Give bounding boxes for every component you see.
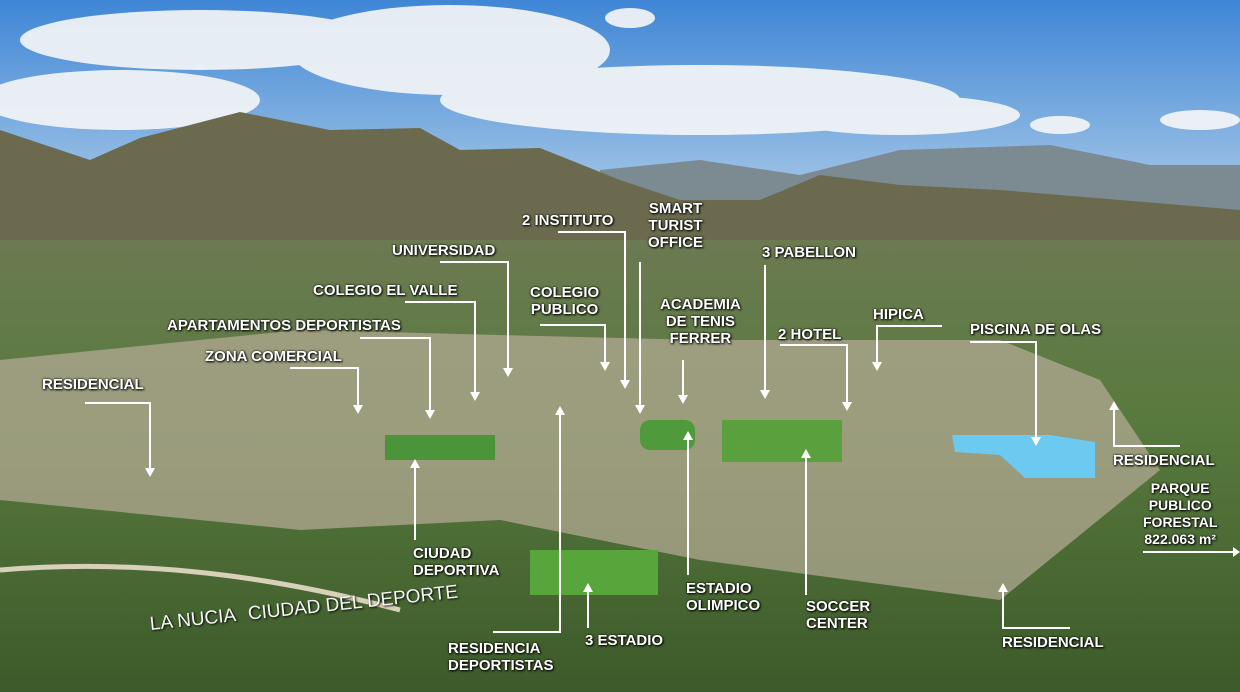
label-line: PUBLICO: [530, 301, 599, 318]
label-residencial-bottom: RESIDENCIAL: [1002, 634, 1104, 651]
label-line: CIUDAD: [413, 545, 472, 562]
label-residencial-left: RESIDENCIAL: [42, 376, 144, 393]
leader-colegio-publico: [540, 324, 606, 362]
leader-piscina: [970, 341, 1037, 437]
label-hipica: HIPICA: [873, 306, 924, 323]
leader-hipica: [876, 325, 942, 362]
clouds: [0, 5, 1240, 135]
label-universidad: UNIVERSIDAD: [392, 242, 496, 259]
leader-apartamentos: [360, 337, 431, 410]
label-2-hotel: 2 HOTEL: [778, 326, 842, 343]
label-line: PUBLICO: [1148, 497, 1212, 513]
label-zona-comercial: ZONA COMERCIAL: [205, 348, 342, 365]
label-3-estadio: 3 ESTADIO: [585, 632, 664, 649]
road: [0, 563, 401, 613]
arrowheads: [145, 362, 1240, 592]
label-area: 822.063 m²: [1144, 531, 1216, 547]
label-line: FORESTAL: [1143, 514, 1218, 530]
leader-colegio-valle: [405, 301, 476, 392]
label-line: DEPORTISTAS: [448, 657, 554, 674]
leader-residencial-left: [85, 402, 151, 468]
label-residencial-right: RESIDENCIAL: [1113, 452, 1215, 469]
label-apartamentos-deportistas: APARTAMENTOS DEPORTISTAS: [167, 317, 401, 334]
label-line: SMART: [648, 200, 703, 217]
leader-hotel: [780, 344, 848, 402]
label-line: RESIDENCIA: [448, 640, 541, 657]
label-colegio-el-valle: COLEGIO EL VALLE: [313, 282, 458, 299]
label-line: OLIMPICO: [686, 597, 761, 614]
wave-pool: [952, 435, 1095, 478]
label-line: COLEGIO: [530, 284, 600, 301]
stadium-olimpico: [640, 420, 695, 450]
stadium-3: [530, 550, 658, 595]
label-piscina-de-olas: PISCINA DE OLAS: [970, 321, 1102, 338]
leader-residencia: [493, 415, 561, 633]
leader-residencial-bottom: [1002, 592, 1070, 629]
label-line: CENTER: [806, 615, 868, 632]
label-3-pabellon: 3 PABELLON: [762, 244, 856, 261]
label-line: DEPORTIVA: [413, 562, 500, 579]
leader-instituto: [558, 231, 626, 380]
label-line: PARQUE: [1150, 480, 1210, 496]
label-line: ESTADIO: [686, 580, 752, 597]
label-line: ACADEMIA: [660, 296, 741, 313]
label-2-instituto: 2 INSTITUTO: [522, 212, 614, 229]
label-line: SOCCER: [806, 598, 871, 615]
label-line: TURIST: [648, 217, 703, 234]
label-line: FERRER: [669, 330, 732, 347]
town: [0, 330, 1160, 600]
leader-zona-comercial: [290, 367, 359, 405]
label-line: DE TENIS: [665, 313, 736, 330]
leader-universidad: [440, 261, 509, 368]
leader-residencial-right: [1113, 410, 1180, 447]
soccer-fields: [722, 420, 842, 462]
label-line: OFFICE: [648, 234, 703, 251]
ciudad-deportiva-field: [385, 435, 495, 460]
